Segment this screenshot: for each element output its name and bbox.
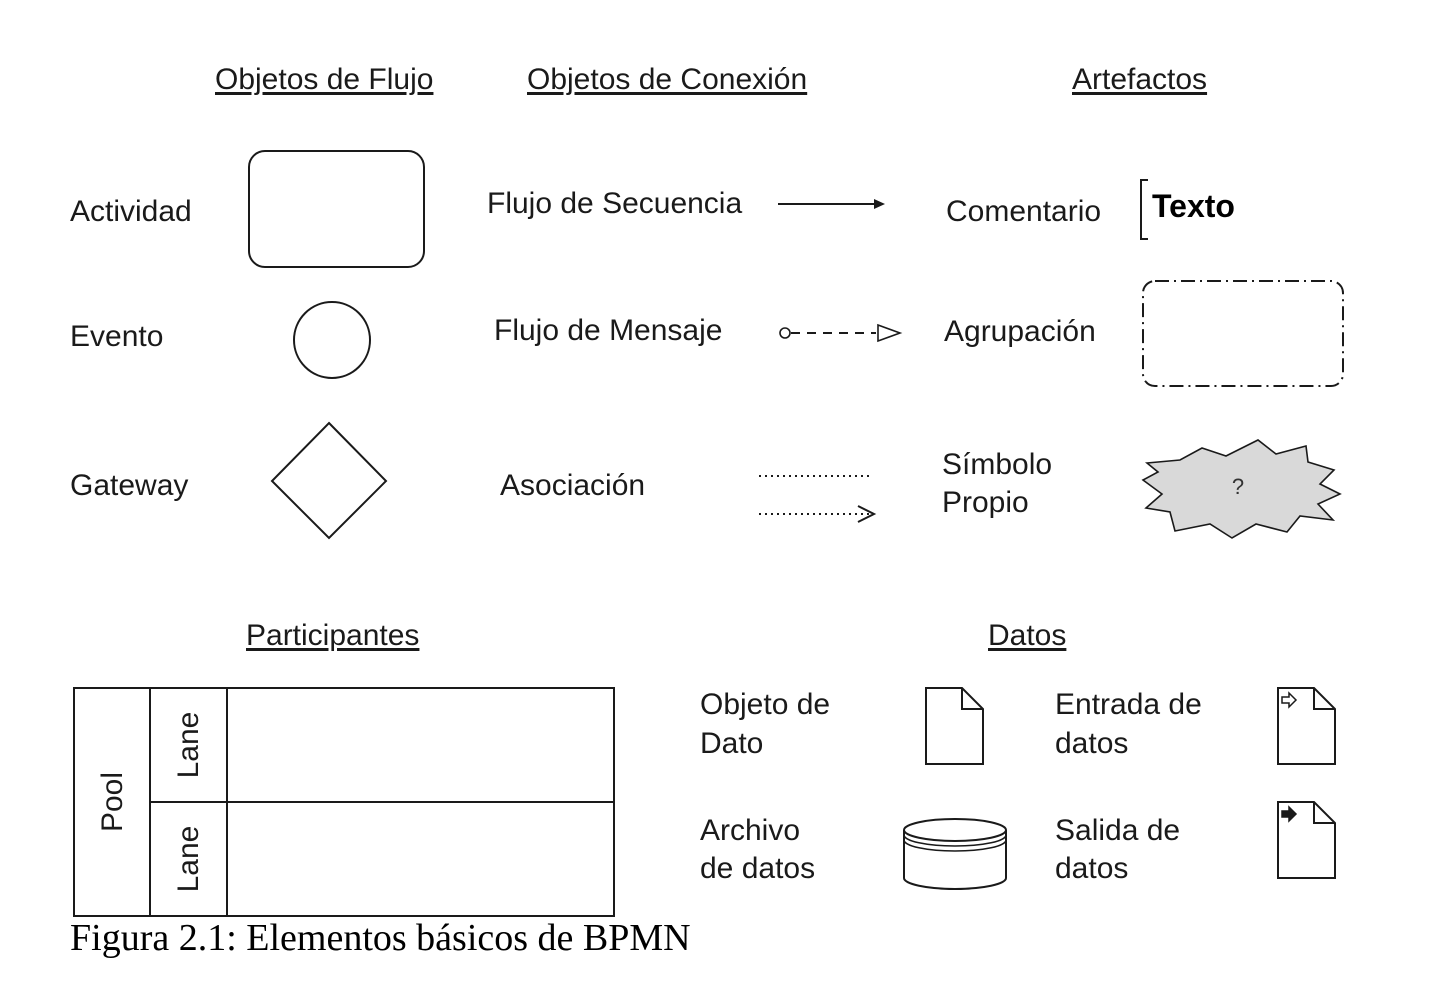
label-data-object-2: Dato — [700, 727, 764, 760]
label-custom-symbol-1: Símbolo — [942, 448, 1053, 481]
label-data-store-2: de datos — [700, 852, 816, 885]
header-participants: Participantes — [246, 619, 420, 652]
gateway-shape — [270, 421, 388, 540]
message-flow-arrow — [779, 323, 903, 343]
data-input-icon — [1277, 687, 1336, 765]
lane-label-bottom: Lane — [172, 826, 205, 893]
label-data-store-1: Archivo — [700, 814, 801, 847]
header-artifacts: Artefactos — [1072, 63, 1208, 96]
label-custom-symbol-2: Propio — [942, 486, 1029, 519]
label-data-output-2: datos — [1055, 852, 1129, 885]
lane-label-top: Lane — [172, 712, 205, 779]
label-sequence-flow: Flujo de Secuencia — [487, 187, 743, 220]
label-association: Asociación — [500, 469, 646, 502]
label-data-object-1: Objeto de — [700, 688, 831, 721]
annotation-bracket — [1140, 179, 1148, 240]
figure-caption: Figura 2.1: Elementos básicos de BPMN — [70, 917, 691, 959]
group-shape — [1142, 280, 1344, 387]
pool-shape: Pool Lane Lane — [73, 687, 615, 917]
activity-shape — [248, 150, 425, 268]
annotation-text: Texto — [1152, 188, 1235, 224]
data-store-icon — [903, 818, 1007, 890]
data-object-icon — [925, 687, 984, 765]
label-data-input-2: datos — [1055, 727, 1129, 760]
pool-label: Pool — [96, 772, 129, 832]
label-data-output-1: Salida de — [1055, 814, 1181, 847]
label-activity: Actividad — [70, 195, 192, 228]
label-gateway: Gateway — [70, 469, 189, 502]
custom-symbol-shape: ? — [1141, 439, 1342, 539]
sequence-flow-arrow — [778, 199, 885, 209]
header-data: Datos — [988, 619, 1067, 652]
event-shape — [293, 301, 371, 379]
header-flow-objects: Objetos de Flujo — [215, 63, 434, 96]
label-data-input-1: Entrada de — [1055, 688, 1202, 721]
label-event: Evento — [70, 320, 164, 353]
custom-symbol-mark: ? — [1232, 474, 1244, 499]
label-message-flow: Flujo de Mensaje — [494, 314, 723, 347]
association-lines — [759, 475, 877, 523]
label-annotation: Comentario — [946, 195, 1102, 228]
header-connecting-objects: Objetos de Conexión — [527, 63, 808, 96]
label-group: Agrupación — [944, 315, 1096, 348]
data-output-icon — [1277, 801, 1336, 879]
